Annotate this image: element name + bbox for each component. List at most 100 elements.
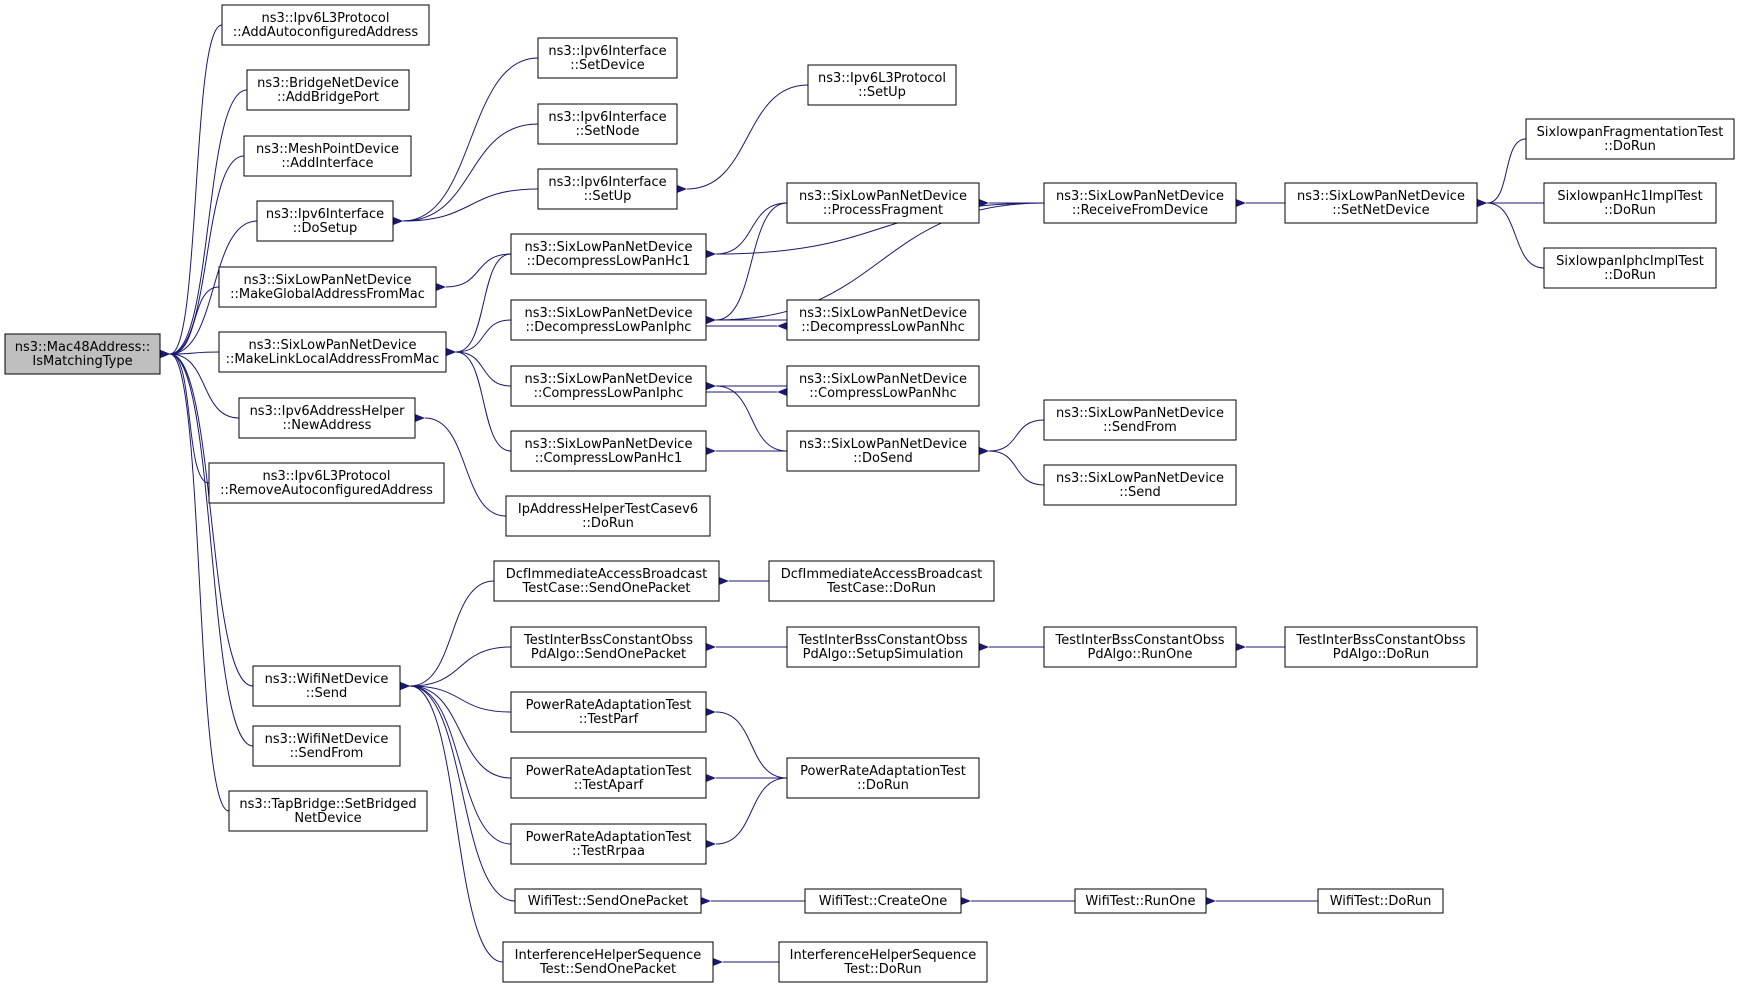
edge-root-to-n6 — [159, 350, 220, 359]
graph-node-y2[interactable]: WifiTest::RunOne — [1074, 888, 1207, 914]
node-label-line: ::ProcessFragment — [823, 203, 943, 218]
graph-node-n7[interactable]: ns3::Ipv6AddressHelper::NewAddress — [238, 397, 416, 439]
graph-node-w4[interactable]: PowerRateAdaptationTest::TestAparf — [510, 757, 707, 799]
node-box — [804, 888, 962, 914]
graph-node-root[interactable]: ns3::Mac48Address::IsMatchingType — [4, 333, 161, 375]
edge-root-to-n1 — [159, 24, 223, 359]
edges-layer — [159, 24, 1545, 966]
graph-node-w5[interactable]: PowerRateAdaptationTest::TestRrpaa — [510, 823, 707, 865]
node-label-line: ns3::Ipv6L3Protocol — [262, 11, 390, 26]
node-box — [252, 725, 401, 767]
edge-root-to-n11 — [159, 349, 230, 812]
graph-node-x4[interactable]: WifiTest::CreateOne — [804, 888, 962, 914]
graph-node-w2[interactable]: TestInterBssConstantObssPdAlgo::SendOneP… — [510, 626, 707, 668]
edge-n6-to-b4 — [445, 347, 512, 452]
graph-node-z2[interactable]: WifiTest::DoRun — [1317, 888, 1444, 914]
graph-node-n10[interactable]: ns3::WifiNetDevice::SendFrom — [252, 725, 401, 767]
node-label-line: ns3::SixLowPanNetDevice — [525, 372, 693, 387]
graph-node-n2[interactable]: ns3::BridgeNetDevice::AddBridgePort — [246, 69, 410, 111]
edge-root-to-n8 — [159, 349, 210, 484]
graph-node-d2[interactable]: ns3::SixLowPanNetDevice::SendFrom — [1043, 399, 1237, 441]
graph-node-a4[interactable]: ns3::Ipv6L3Protocol::SetUp — [807, 64, 957, 106]
node-box — [786, 757, 980, 799]
graph-node-x1[interactable]: DcfImmediateAccessBroadcastTestCase::DoR… — [768, 560, 995, 602]
node-label-line: ns3::SixLowPanNetDevice — [525, 437, 693, 452]
node-box — [1284, 182, 1478, 224]
graph-node-b4[interactable]: ns3::SixLowPanNetDevice::CompressLowPanH… — [510, 430, 707, 472]
graph-node-f2[interactable]: SixlowpanHc1ImplTest::DoRun — [1543, 182, 1717, 224]
graph-node-d3[interactable]: ns3::SixLowPanNetDevice::Send — [1043, 464, 1237, 506]
graph-node-n8[interactable]: ns3::Ipv6L3Protocol::RemoveAutoconfigure… — [208, 462, 445, 504]
graph-node-c2[interactable]: ns3::SixLowPanNetDevice::DecompressLowPa… — [786, 299, 980, 341]
node-label-line: ns3::Ipv6L3Protocol — [818, 71, 946, 86]
edge-w3-to-x3 — [705, 707, 788, 779]
node-label-line: Test::SendOnePacket — [539, 962, 676, 977]
node-label-line: ns3::Ipv6L3Protocol — [263, 469, 391, 484]
edge-b1-to-c1 — [705, 202, 788, 259]
node-label-line: ::DoRun — [1604, 139, 1656, 154]
node-label-line: ::CompressLowPanNhc — [809, 386, 956, 401]
node-label-line: ::TestParf — [579, 712, 639, 727]
graph-node-b1[interactable]: ns3::SixLowPanNetDevice::DecompressLowPa… — [510, 233, 707, 275]
graph-node-f3[interactable]: SixlowpanIphcImplTest::DoRun — [1543, 247, 1717, 289]
graph-node-c1[interactable]: ns3::SixLowPanNetDevice::ProcessFragment — [786, 182, 980, 224]
node-label-line: SixlowpanHc1ImplTest — [1557, 189, 1702, 204]
node-label-line: ::CompressLowPanHc1 — [535, 451, 683, 466]
graph-node-f1[interactable]: SixlowpanFragmentationTest::DoRun — [1525, 118, 1735, 160]
node-box — [1284, 626, 1478, 668]
node-label-line: IsMatchingType — [32, 354, 132, 369]
node-label-line: TestInterBssConstantObss — [797, 633, 967, 648]
node-label-line: ns3::BridgeNetDevice — [257, 76, 399, 91]
node-label-line: DcfImmediateAccessBroadcast — [506, 567, 707, 582]
node-box — [786, 626, 980, 668]
graph-node-n9[interactable]: ns3::WifiNetDevice::Send — [252, 665, 401, 707]
graph-node-e1[interactable]: ns3::SixLowPanNetDevice::SetNetDevice — [1284, 182, 1478, 224]
node-label-line: ::DoRun — [582, 516, 634, 531]
node-label-line: PdAlgo::SetupSimulation — [803, 647, 964, 662]
graph-node-a3[interactable]: ns3::Ipv6Interface::SetUp — [537, 168, 678, 210]
graph-node-d1[interactable]: ns3::SixLowPanNetDevice::ReceiveFromDevi… — [1043, 182, 1237, 224]
node-label-line: PdAlgo::DoRun — [1333, 647, 1429, 662]
node-label-line: PowerRateAdaptationTest — [526, 764, 692, 779]
node-box — [786, 299, 980, 341]
node-label-line: ::MakeLinkLocalAddressFromMac — [226, 352, 440, 367]
node-label-line: WifiTest::SendOnePacket — [528, 894, 688, 909]
graph-node-w3[interactable]: PowerRateAdaptationTest::TestParf — [510, 691, 707, 733]
node-label-line: ns3::SixLowPanNetDevice — [249, 338, 417, 353]
graph-node-c4[interactable]: ns3::SixLowPanNetDevice::DoSend — [786, 430, 980, 472]
graph-node-a1[interactable]: ns3::Ipv6Interface::SetDevice — [537, 37, 678, 79]
edge-b2-to-d1 — [705, 202, 1045, 325]
graph-node-a2[interactable]: ns3::Ipv6Interface::SetNode — [537, 103, 678, 145]
graph-node-w1[interactable]: DcfImmediateAccessBroadcastTestCase::Sen… — [493, 560, 720, 602]
node-label-line: NetDevice — [294, 811, 361, 826]
graph-node-w7[interactable]: InterferenceHelperSequenceTest::SendOneP… — [502, 941, 714, 983]
graph-node-b5[interactable]: IpAddressHelperTestCasev6::DoRun — [505, 495, 711, 537]
graph-node-n3[interactable]: ns3::MeshPointDevice::AddInterface — [243, 135, 412, 177]
node-box — [537, 103, 678, 145]
graph-node-n5[interactable]: ns3::SixLowPanNetDevice::MakeGlobalAddre… — [218, 266, 437, 308]
edge-n9-to-w3 — [399, 681, 512, 713]
node-label-line: ::DoRun — [857, 778, 909, 793]
node-box — [493, 560, 720, 602]
graph-node-n1[interactable]: ns3::Ipv6L3Protocol::AddAutoconfiguredAd… — [221, 4, 430, 46]
edge-n9-to-w6 — [399, 681, 516, 902]
node-box — [786, 182, 980, 224]
edge-root-to-n2 — [159, 89, 248, 359]
node-box — [1317, 888, 1444, 914]
graph-node-c3[interactable]: ns3::SixLowPanNetDevice::CompressLowPanN… — [786, 365, 980, 407]
graph-node-n6[interactable]: ns3::SixLowPanNetDevice::MakeLinkLocalAd… — [218, 331, 447, 373]
node-label-line: ns3::SixLowPanNetDevice — [525, 240, 693, 255]
graph-node-b2[interactable]: ns3::SixLowPanNetDevice::DecompressLowPa… — [510, 299, 707, 341]
graph-node-x2[interactable]: TestInterBssConstantObssPdAlgo::SetupSim… — [786, 626, 980, 668]
graph-node-w6[interactable]: WifiTest::SendOnePacket — [514, 888, 702, 914]
graph-node-b3[interactable]: ns3::SixLowPanNetDevice::CompressLowPanI… — [510, 365, 707, 407]
edge-root-to-n3 — [159, 155, 245, 359]
node-label-line: ::DecompressLowPanHc1 — [527, 254, 691, 269]
graph-node-n4[interactable]: ns3::Ipv6Interface::DoSetup — [256, 200, 394, 242]
edge-w5-to-x3 — [705, 777, 788, 849]
graph-node-x3[interactable]: PowerRateAdaptationTest::DoRun — [786, 757, 980, 799]
